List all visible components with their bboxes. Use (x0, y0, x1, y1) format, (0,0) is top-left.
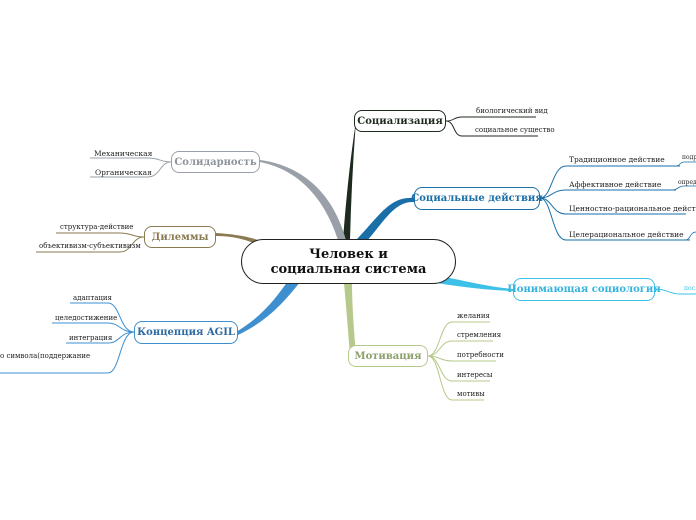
leaf-needs[interactable]: потребности (457, 351, 504, 359)
link-understanding (430, 276, 513, 291)
leaf-latency[interactable]: о символа(поддержание (0, 352, 91, 360)
leaf-biological-species[interactable]: биологический вид (476, 107, 548, 115)
link-agil (236, 278, 300, 335)
leaf-aspirations[interactable]: стремления (457, 331, 502, 339)
leaf-goal-rational-action[interactable]: Целерациональное действие (569, 230, 684, 239)
central-topic[interactable]: Человек и социальная система (241, 239, 456, 284)
leaf-adaptation[interactable]: адаптация (73, 294, 112, 302)
leaf-sub-traditional[interactable]: подра (682, 154, 696, 161)
leaf-interests[interactable]: интересы (457, 371, 493, 379)
link-dilemmas (216, 233, 258, 244)
branch-motivation[interactable]: Мотивация (348, 345, 428, 367)
leaf-goal-attainment[interactable]: целедостижение (55, 314, 118, 322)
branch-solidarity[interactable]: Солидарность (171, 151, 260, 173)
branch-agil-concept[interactable]: Концепция AGIL (134, 321, 238, 344)
leaf-organic[interactable]: Органическая (95, 168, 152, 177)
link-socialization (343, 121, 356, 240)
link-solidarity (260, 160, 346, 240)
leaf-objectivism-subjectivism[interactable]: объективизм-субъективизм (39, 242, 141, 250)
branch-dilemmas[interactable]: Дилеммы (144, 226, 216, 248)
leaf-traditional-action[interactable]: Традиционное действие (569, 155, 665, 164)
leaf-social-being[interactable]: социальное существо (475, 126, 555, 134)
leaf-sub-affective[interactable]: опреде (678, 179, 696, 186)
leaf-structure-action[interactable]: структура-действие (60, 223, 134, 231)
leaf-value-rational-action[interactable]: Ценностно-рациональное действие (569, 204, 696, 213)
branch-social-actions[interactable]: Социальные действия (411, 187, 543, 210)
leaf-mechanical[interactable]: Механическая (94, 149, 153, 158)
leaf-integration[interactable]: интеграция (69, 334, 113, 342)
link-motivation (344, 283, 356, 356)
leaf-understanding-sub[interactable]: посл (684, 285, 696, 292)
branch-socialization[interactable]: Социализация (354, 110, 446, 132)
branch-understanding-sociology[interactable]: Понимающая социология (507, 278, 661, 301)
leaf-desires[interactable]: желания (457, 312, 490, 320)
link-social-actions (356, 197, 414, 242)
leaf-affective-action[interactable]: Аффективное действие (569, 180, 662, 189)
leaf-motives[interactable]: мотивы (457, 390, 485, 398)
